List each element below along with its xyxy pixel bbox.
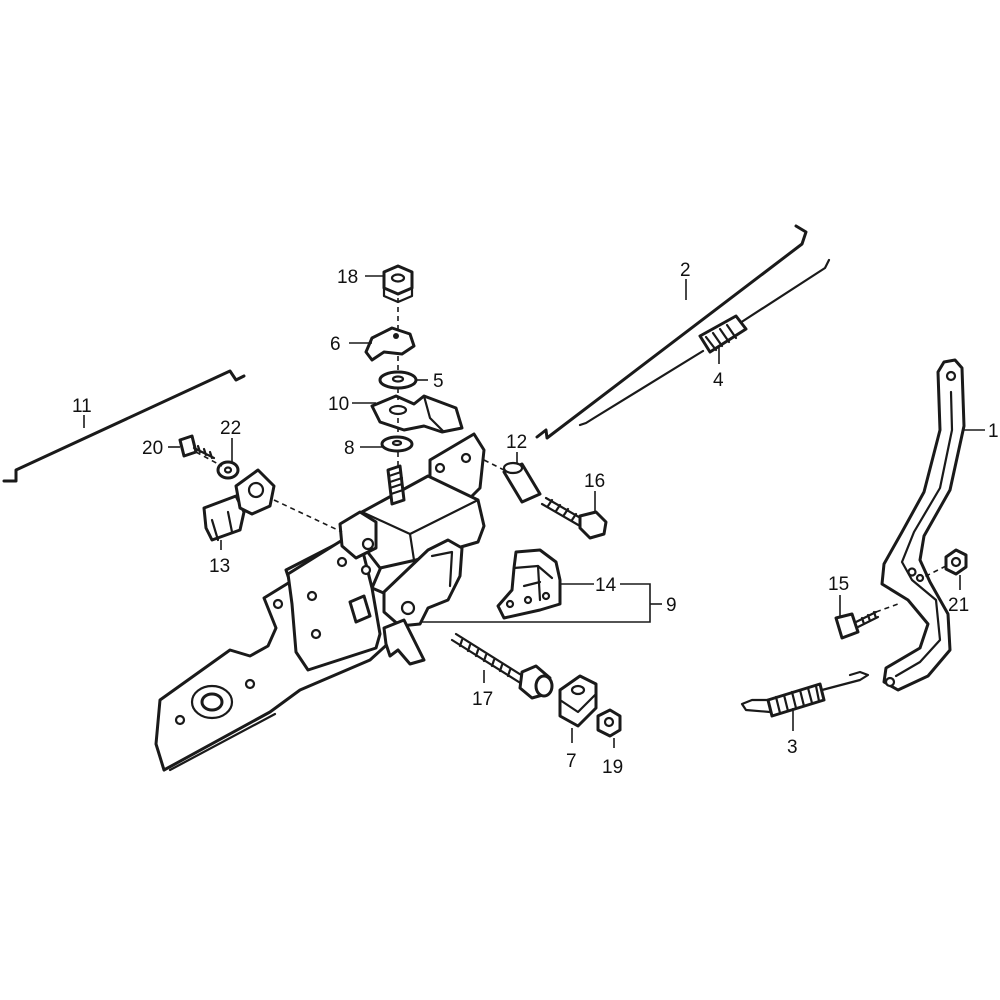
callout-22: 22 [220,418,241,439]
lever-10 [370,394,464,434]
leader-lines [83,275,985,748]
callout-10: 10 [328,394,349,415]
callout-9: 9 [666,595,677,616]
collar-12 [502,461,542,504]
clip-6 [364,326,416,362]
nut-21 [944,548,968,576]
spring-rod-4 [578,258,831,427]
callout-5: 5 [433,371,444,392]
rod-11 [2,369,246,483]
rod-2 [535,224,808,440]
washer-8 [380,435,414,453]
callout-11: 11 [72,396,92,417]
callout-17: 17 [472,689,493,710]
callouts: 11 2 4 1 18 6 5 10 8 12 16 20 22 13 14 9… [72,260,999,778]
bolt-16 [540,496,608,540]
block-7 [558,674,598,728]
link-13 [202,468,276,542]
callout-4: 4 [713,370,724,391]
callout-12: 12 [506,432,527,453]
nut-22 [216,460,240,480]
main-bracket [154,432,486,772]
bolt-15 [834,610,880,640]
shaft [386,464,406,506]
callout-14: 14 [595,575,617,596]
washer-5 [378,370,418,390]
callout-13: 13 [209,556,230,577]
callout-18: 18 [337,267,358,288]
callout-1: 1 [988,421,999,442]
callout-6: 6 [330,334,341,355]
callout-2: 2 [680,260,691,281]
callout-21: 21 [948,595,969,616]
callout-16: 16 [584,471,605,492]
callout-7: 7 [566,751,577,772]
callout-3: 3 [787,737,798,758]
callout-20: 20 [142,438,163,459]
control-lever-1 [880,358,966,692]
callout-8: 8 [344,438,355,459]
bracket-14 [496,548,562,620]
nut-19 [596,708,622,738]
callout-19: 19 [602,757,623,778]
callout-15: 15 [828,574,849,595]
spring-3 [740,670,870,718]
screw-20 [178,434,216,460]
bolt-17 [450,632,554,700]
nut-18 [382,264,414,304]
